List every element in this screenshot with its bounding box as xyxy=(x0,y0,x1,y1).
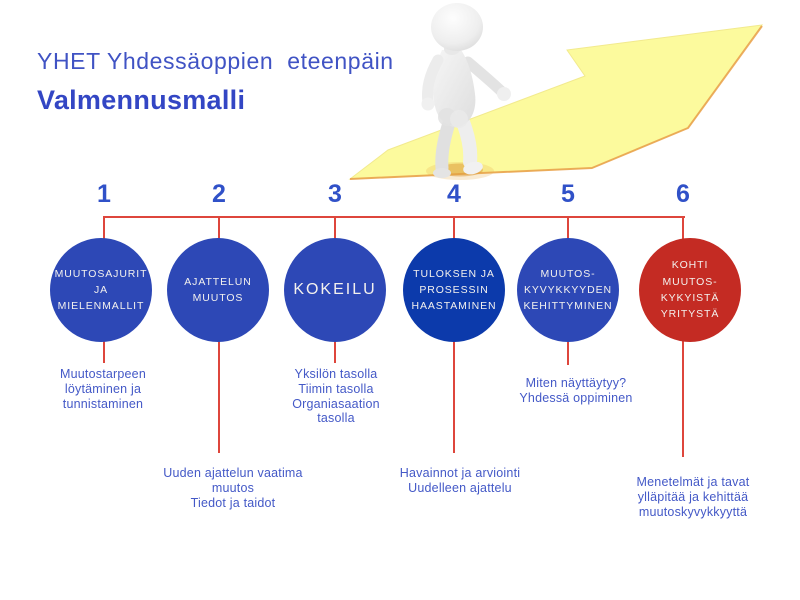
stage-circle-3-label: KOKEILU xyxy=(293,280,377,298)
stage-note-3: Yksilön tasolla Tiimin tasolla Organiasa… xyxy=(292,367,380,426)
walking-person-3d-icon xyxy=(421,3,511,180)
stage-number-3: 3 xyxy=(328,180,342,208)
stage-circle-1: MUUTOSAJURIT JA MIELENMALLIT xyxy=(50,238,152,342)
slide-subtitle: Valmennusmalli xyxy=(37,85,246,115)
stage-circle-6-label: KOHTI MUUTOS- KYKYISTÄ YRITYSTÄ xyxy=(660,259,720,321)
stage-note-4: Havainnot ja arviointi Uudelleen ajattel… xyxy=(399,466,521,495)
stage-note-5: Miten näyttäytyy? Yhdessä oppiminen xyxy=(519,376,633,405)
stage-circle-3: KOKEILU xyxy=(284,238,386,342)
stage-number-2: 2 xyxy=(212,180,226,208)
stage-circle-4: TULOKSEN JA PROSESSIN HAASTAMINEN xyxy=(403,238,505,342)
growth-arrow-illustration xyxy=(348,3,764,180)
stage-circle-6: KOHTI MUUTOS- KYKYISTÄ YRITYSTÄ xyxy=(639,238,741,342)
stage-circle-5-label: MUUTOS- KYVYKKYYDEN KEHITTYMINEN xyxy=(523,267,613,313)
stage-note-6: Menetelmät ja tavat ylläpitää ja kehittä… xyxy=(636,475,750,519)
stage-note-1: Muutostarpeen löytäminen ja tunnistamine… xyxy=(60,367,146,411)
timeline-horizontal-line xyxy=(103,216,685,218)
stage-number-5: 5 xyxy=(561,180,575,208)
stage-circle-2-label: AJATTELUN MUUTOS xyxy=(184,275,252,304)
stage-number-6: 6 xyxy=(676,180,690,208)
stage-circle-1-label: MUUTOSAJURIT JA MIELENMALLIT xyxy=(54,267,148,313)
stage-circle-5: MUUTOS- KYVYKKYYDEN KEHITTYMINEN xyxy=(517,238,619,342)
upward-right-arrow-icon xyxy=(348,24,764,180)
stage-number-1: 1 xyxy=(97,180,111,208)
slide-title: YHET Yhdessäoppien eteenpäin xyxy=(37,48,394,74)
stage-circle-4-label: TULOKSEN JA PROSESSIN HAASTAMINEN xyxy=(411,267,497,313)
stage-circle-2: AJATTELUN MUUTOS xyxy=(167,238,269,342)
stage-note-2: Uuden ajattelun vaatima muutos Tiedot ja… xyxy=(163,466,303,510)
stage-number-4: 4 xyxy=(447,180,461,208)
